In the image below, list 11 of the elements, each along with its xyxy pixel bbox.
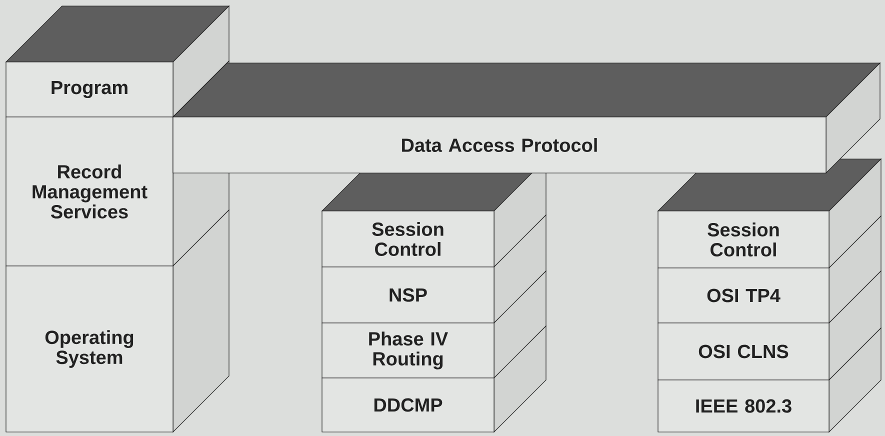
layer-box: OSI TP4 (658, 268, 830, 324)
layer-box: OSI CLNS (658, 322, 830, 380)
layer-box: Phase IV Routing (322, 322, 494, 378)
layer-box: IEEE 802.3 (658, 380, 830, 432)
layer-box: NSP (322, 266, 494, 324)
layer-box: Session Control (322, 210, 494, 268)
layer-box: Data Access Protocol (172, 116, 826, 174)
layer-box: Session Control (658, 210, 830, 268)
layer-box: Program (6, 62, 174, 118)
layer-box: Operating System (6, 266, 174, 432)
layer-box: DDCMP (322, 378, 494, 432)
